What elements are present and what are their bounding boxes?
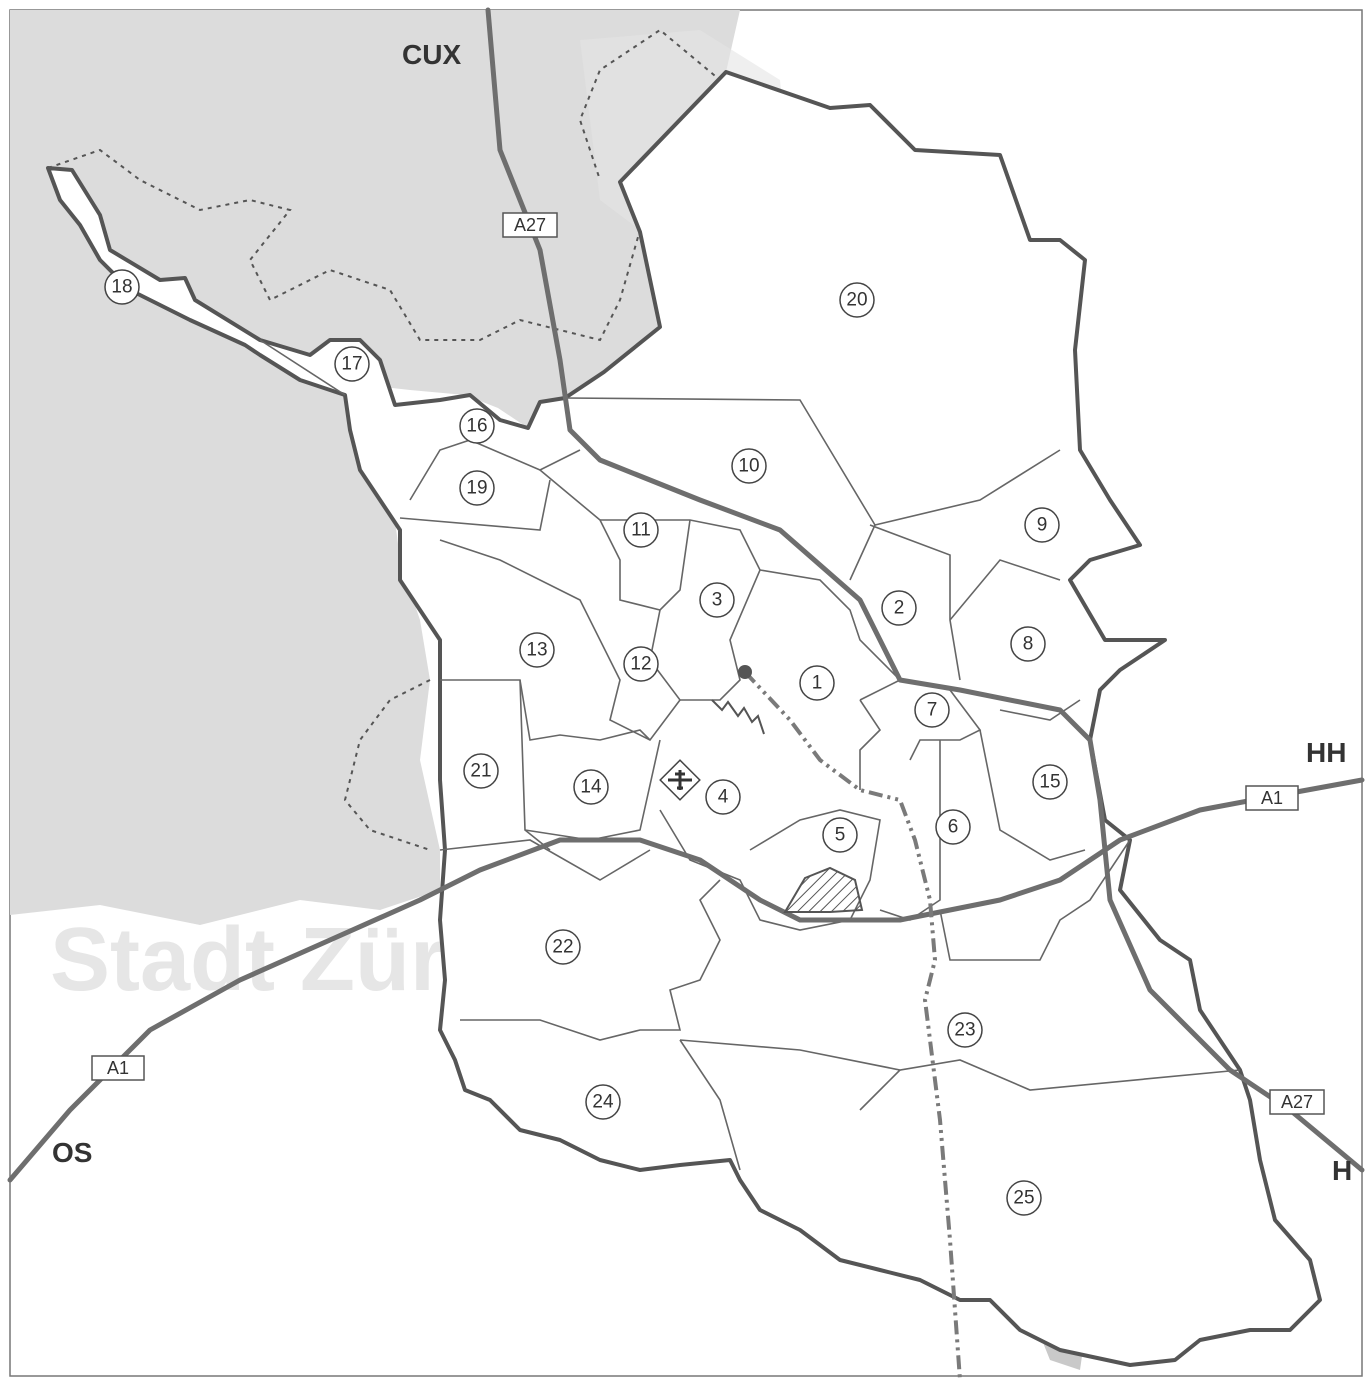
district-12-circle — [623, 646, 659, 682]
district-11-circle — [623, 512, 659, 548]
district-25-circle — [1006, 1180, 1042, 1216]
district-18-label: 18 — [111, 277, 132, 298]
city-label-os: OS — [52, 1137, 92, 1168]
district-3-label: 3 — [712, 590, 723, 611]
district-22-label: 22 — [552, 937, 573, 958]
road-shields: A27 A1 A1 A27 — [91, 212, 1325, 1115]
admin-dotted-line-west — [343, 679, 431, 851]
a27-southeast-shield: A27 — [1281, 1092, 1313, 1112]
railway-terminus-dot — [738, 665, 752, 679]
district-20-circle — [839, 282, 875, 318]
district-14-circle — [573, 769, 609, 805]
outside-area-northwest — [10, 10, 740, 925]
district-20-label: 20 — [846, 290, 867, 311]
district-6-circle — [935, 809, 971, 845]
district-17-circle — [334, 346, 370, 382]
district-21-circle — [463, 753, 499, 789]
district-1-label: 1 — [812, 673, 823, 694]
district-21-label: 21 — [470, 761, 491, 782]
district-24-circle — [585, 1084, 621, 1120]
railway-line — [743, 670, 962, 1381]
district-1-circle — [799, 665, 835, 701]
city-label-hh: HH — [1306, 737, 1346, 768]
district-14-label: 14 — [580, 777, 602, 798]
district-5-label: 5 — [835, 825, 846, 846]
city-label-h: H — [1332, 1155, 1352, 1186]
district-23-label: 23 — [954, 1020, 975, 1041]
district-15-circle — [1032, 764, 1068, 800]
city-label-cux: CUX — [402, 39, 461, 70]
a1-east-shield: A1 — [1261, 788, 1283, 808]
a27-north-shield: A27 — [514, 215, 546, 235]
district-12-label: 12 — [630, 654, 651, 675]
district-8-label: 8 — [1023, 634, 1034, 655]
hatched-area — [783, 866, 864, 913]
district-17-label: 17 — [341, 354, 362, 375]
district-4-label: 4 — [718, 787, 729, 808]
district-24-label: 24 — [592, 1092, 614, 1113]
district-25-label: 25 — [1013, 1188, 1034, 1209]
district-23-circle — [947, 1012, 983, 1048]
district-4-circle — [705, 779, 741, 815]
airplane-icon — [659, 759, 701, 801]
district-13-circle — [519, 632, 555, 668]
district-10-label: 10 — [738, 456, 759, 477]
district-8-circle — [1010, 626, 1046, 662]
district-9-label: 9 — [1037, 515, 1048, 536]
district-19-label: 19 — [466, 478, 487, 499]
district-labels — [104, 269, 1068, 1216]
a1-west-shield: A1 — [107, 1058, 129, 1078]
district-10-circle — [731, 448, 767, 484]
district-16-label: 16 — [466, 416, 487, 437]
district-11-label: 11 — [631, 520, 651, 541]
district-2-label: 2 — [894, 598, 905, 619]
district-15-label: 15 — [1039, 772, 1060, 793]
district-19-circle — [459, 470, 495, 506]
district-5-circle — [822, 817, 858, 853]
a27-motorway — [485, 7, 1365, 1173]
district-7-circle — [914, 692, 950, 728]
district-3-circle — [699, 582, 735, 618]
district-7-label: 7 — [927, 700, 938, 721]
district-2-circle — [881, 590, 917, 626]
district-22-circle — [545, 929, 581, 965]
district-6-label: 6 — [948, 817, 959, 838]
district-13-label: 13 — [526, 640, 547, 661]
motorways — [7, 7, 1365, 1183]
zigzag-feature — [711, 699, 765, 735]
a1-motorway — [7, 777, 1365, 1183]
district-18-circle — [104, 269, 140, 305]
district-9-circle — [1024, 507, 1060, 543]
district-16-circle — [459, 408, 495, 444]
